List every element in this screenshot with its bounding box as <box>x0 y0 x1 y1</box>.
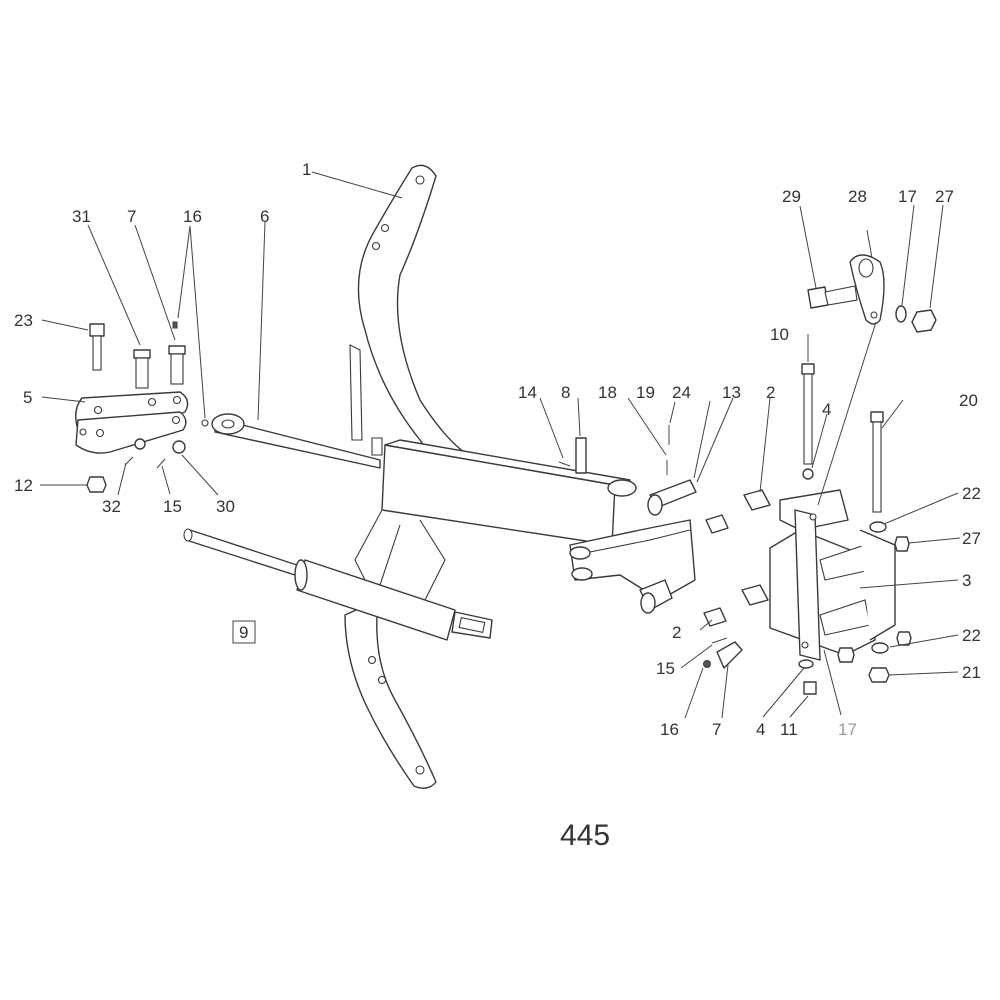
callout-17-upper: 17 <box>898 187 917 206</box>
callout-29: 29 <box>782 187 801 206</box>
callout-32: 32 <box>102 497 121 516</box>
part-3-mounting-bracket <box>769 489 896 661</box>
callout-14: 14 <box>518 383 537 402</box>
callout-11: 11 <box>780 720 798 739</box>
callout-15-right: 15 <box>656 659 675 678</box>
callout-24: 24 <box>672 383 691 402</box>
callout-9: 9 <box>239 623 248 642</box>
callout-31: 31 <box>72 207 91 226</box>
callout-6: 6 <box>260 207 269 226</box>
callout-4-lower: 4 <box>756 720 765 739</box>
callout-28: 28 <box>848 187 867 206</box>
callout-22-upper: 22 <box>962 484 981 503</box>
part-5-plate <box>75 391 189 454</box>
callout-30: 30 <box>216 497 235 516</box>
callout-22-lower: 22 <box>962 626 981 645</box>
callout-2-upper: 2 <box>766 383 775 402</box>
callout-7-right: 7 <box>712 720 721 739</box>
callout-21: 21 <box>962 663 981 682</box>
hardware <box>86 254 937 695</box>
callout-3: 3 <box>962 571 971 590</box>
callout-4-upper: 4 <box>822 400 831 419</box>
callout-7-left: 7 <box>127 207 136 226</box>
callout-2-lower: 2 <box>672 623 681 642</box>
callout-23: 23 <box>14 311 33 330</box>
callout-16-right: 16 <box>660 720 679 739</box>
part-9-cylinder <box>183 528 493 641</box>
callout-10: 10 <box>770 325 789 344</box>
callout-27-upper: 27 <box>935 187 954 206</box>
callout-20: 20 <box>959 391 978 410</box>
part-13-pivot-bracket <box>569 479 697 614</box>
callout-27-lower: 27 <box>962 529 981 548</box>
callout-9-box <box>232 620 256 644</box>
callout-16-left: 16 <box>183 207 202 226</box>
callout-18: 18 <box>598 383 617 402</box>
callout-5: 5 <box>23 388 32 407</box>
callout-15-left: 15 <box>163 497 182 516</box>
callout-12: 12 <box>14 476 33 495</box>
leader-lines <box>40 171 961 719</box>
callout-13: 13 <box>722 383 741 402</box>
part-6-link-rod <box>211 413 381 469</box>
callout-labels: 1 6 31 7 16 23 5 12 32 15 30 9 14 8 18 1… <box>14 160 981 852</box>
callout-1: 1 <box>302 160 311 179</box>
callout-8: 8 <box>561 383 570 402</box>
callout-19: 19 <box>636 383 655 402</box>
callout-17-lower: 17 <box>838 720 857 739</box>
page-number: 445 <box>560 819 610 852</box>
